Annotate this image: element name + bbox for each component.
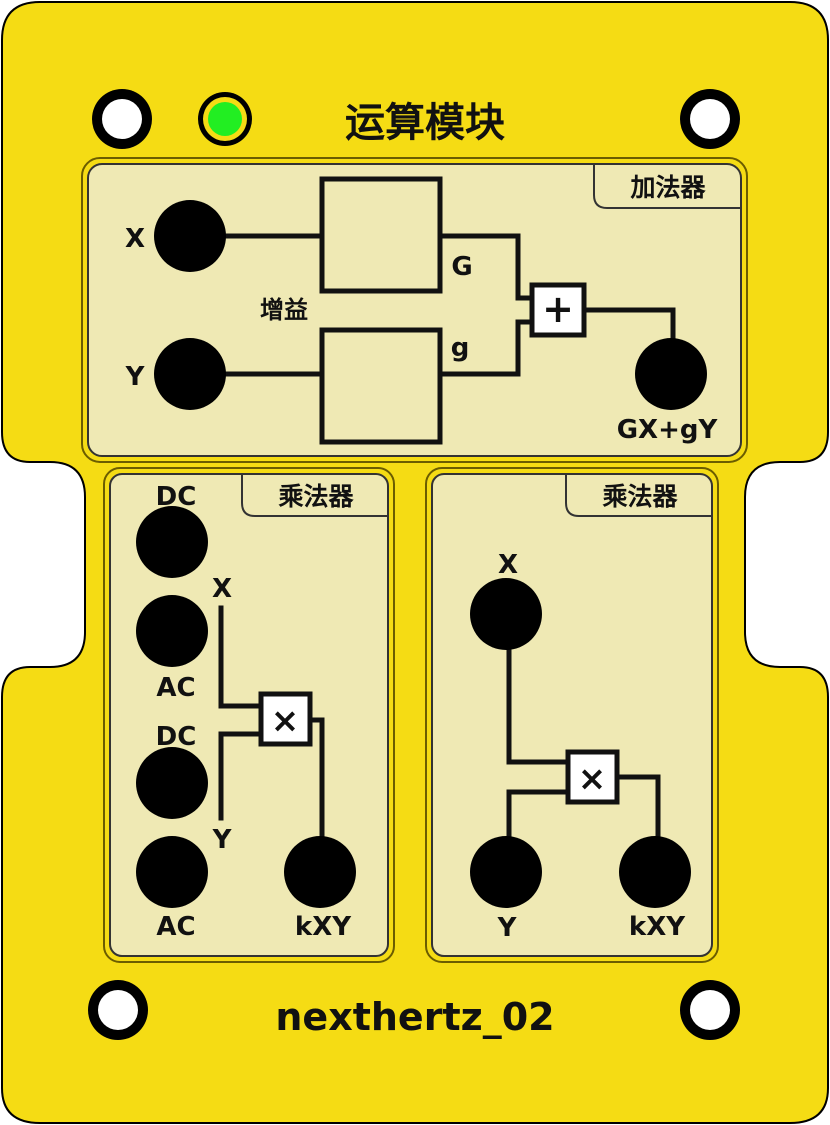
multiplier-left-dc-bottom-label: DC bbox=[156, 722, 197, 752]
adder-title: 加法器 bbox=[629, 173, 706, 202]
gain-label: 增益 bbox=[260, 296, 308, 324]
multiplier-left-dc-top-jack[interactable] bbox=[136, 506, 208, 578]
adder-input-x-jack[interactable] bbox=[154, 200, 226, 272]
multiplier-right-title: 乘法器 bbox=[602, 482, 678, 511]
plus-icon: + bbox=[542, 287, 574, 331]
multiplier-left-operator: × bbox=[258, 691, 313, 747]
gain-box-g bbox=[319, 327, 443, 445]
gain-g-label: g bbox=[451, 333, 470, 363]
multiplier-right-title-tab bbox=[565, 475, 712, 517]
multiplier-right-output-jack[interactable] bbox=[619, 836, 691, 908]
multiplier-right-y-label: Y bbox=[497, 913, 518, 943]
multiplier-left-panel: 乘法器 × DC AC DC AC X Y kXY bbox=[103, 467, 395, 963]
module-title: 运算模块 bbox=[345, 100, 505, 146]
multiplier-right-operator: × bbox=[565, 749, 620, 805]
multiplier-left-dc-bottom-jack[interactable] bbox=[136, 747, 208, 819]
adder-panel: 加法器 + X Y 增益 G g GX+gY bbox=[81, 157, 748, 463]
brand-label: nexthertz_02 bbox=[275, 995, 554, 1039]
adder-output-label: GX+gY bbox=[617, 415, 719, 445]
multiplier-right-x-label: X bbox=[498, 550, 518, 580]
mount-hole-bottom-left bbox=[88, 980, 148, 1040]
multiply-icon: × bbox=[271, 701, 300, 741]
multiplier-left-title-tab bbox=[241, 475, 388, 517]
adder-title-tab bbox=[593, 165, 741, 209]
multiply-icon: × bbox=[578, 759, 607, 799]
multiplier-left-output-label: kXY bbox=[295, 912, 352, 942]
multiplier-left-title: 乘法器 bbox=[278, 482, 354, 511]
multiplier-right-x-jack[interactable] bbox=[470, 578, 542, 650]
multiplier-left-wires bbox=[218, 605, 325, 848]
multiplier-right-output-label: kXY bbox=[629, 912, 686, 942]
gain-G-label: G bbox=[451, 252, 472, 282]
multiplier-left-output-jack[interactable] bbox=[284, 836, 356, 908]
multiplier-right-y-jack[interactable] bbox=[470, 836, 542, 908]
multiplier-left-dc-top-label: DC bbox=[156, 482, 197, 512]
power-led bbox=[198, 92, 252, 146]
adder-input-y-jack[interactable] bbox=[154, 338, 226, 410]
multiplier-left-ac-bottom-label: AC bbox=[156, 912, 195, 942]
adder-input-y-label: Y bbox=[125, 362, 146, 392]
gain-box-G bbox=[319, 176, 443, 294]
adder-output-jack[interactable] bbox=[635, 338, 707, 410]
mount-hole-bottom-right bbox=[680, 980, 740, 1040]
mount-hole-top-left bbox=[92, 89, 152, 149]
multiplier-left-y-label: Y bbox=[212, 825, 233, 855]
adder-input-x-label: X bbox=[125, 224, 145, 254]
multiplier-left-ac-bottom-jack[interactable] bbox=[136, 836, 208, 908]
mount-hole-top-right bbox=[680, 89, 740, 149]
multiplier-right-panel: 乘法器 × X Y kXY bbox=[425, 467, 719, 963]
multiplier-left-ac-top-jack[interactable] bbox=[136, 595, 208, 667]
multiplier-left-x-label: X bbox=[212, 574, 232, 604]
multiplier-left-ac-top-label: AC bbox=[156, 673, 195, 703]
adder-operator: + bbox=[529, 282, 587, 338]
multiplier-right-wires bbox=[506, 637, 661, 848]
